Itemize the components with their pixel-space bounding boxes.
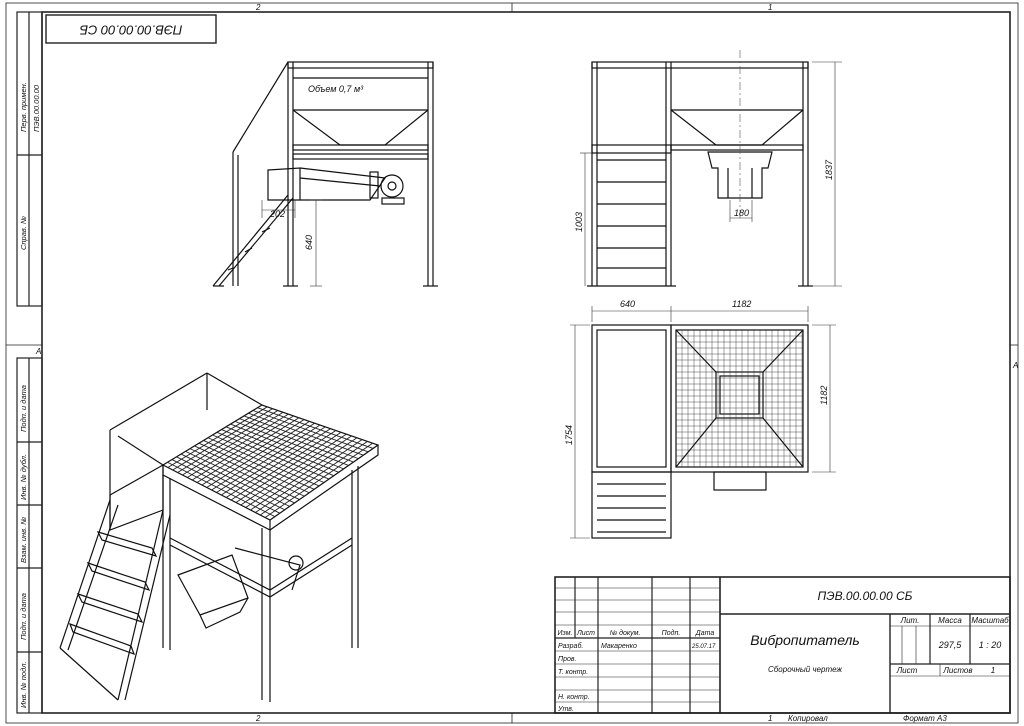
grating-bar: [221, 429, 334, 477]
col-data: Дата: [695, 630, 715, 637]
row-role: Н. контр.: [558, 694, 590, 701]
grating-bar: [225, 428, 331, 498]
grating-bar: [264, 442, 373, 518]
zone-markers: 2 1 2 1 A A: [35, 3, 1018, 723]
dim-plan-1754: 1754: [564, 425, 574, 445]
scale-value: 1 : 20: [979, 640, 1002, 650]
grating-bar: [243, 415, 359, 460]
grating-bar: [250, 437, 358, 511]
side-columns-top: [16, 11, 43, 307]
title-signature-rows: Разраб. Макаренко 25.07.17 Пров. Т. конт…: [557, 642, 716, 713]
dim-front-1003: 1003: [574, 212, 584, 232]
plan-view-grating: [676, 330, 803, 467]
side-columns-bottom: [16, 357, 43, 714]
mass-header: Масса: [938, 616, 962, 625]
dim-plan-640: 640: [620, 299, 635, 309]
dim-front-180: 180: [734, 208, 749, 218]
grating-bar: [216, 424, 321, 493]
hopper-volume-label: Объем 0,7 м³: [308, 84, 364, 94]
dim-front-1837: 1837: [824, 159, 834, 180]
row-role: Разраб.: [558, 642, 583, 650]
mass-value: 297,5: [938, 640, 963, 650]
grating-bar: [245, 435, 352, 508]
grating-bar: [216, 431, 330, 480]
title-name: Вибропитатель: [750, 632, 860, 648]
isometric-view: [59, 372, 380, 702]
side-view: [212, 61, 438, 287]
grating-bar: [234, 420, 349, 466]
title-block: [554, 576, 1011, 714]
sheets-value: 1: [991, 666, 995, 675]
zone-top-right: 1: [768, 3, 772, 12]
col-list: Лист: [576, 630, 595, 637]
row-date: 25.07.17: [691, 644, 716, 650]
side-view-dims: [261, 199, 322, 287]
lit-header: Лит.: [900, 616, 920, 625]
stamp-frame: [45, 14, 217, 44]
grating-bar: [230, 430, 337, 501]
sprav-label: Справ. №: [19, 216, 28, 250]
sheet-borders: [5, 2, 1019, 724]
perv-primen-label: Перв. примен.: [19, 82, 28, 132]
sheets-label: Листов: [942, 666, 972, 675]
plan-view-dims: [570, 306, 836, 539]
zone-top-left: 2: [255, 3, 261, 12]
podp-data-2: Подп. и дата: [19, 593, 28, 640]
front-view: [587, 61, 813, 287]
stamp-designation: ПЭВ.00.00.00 СБ: [79, 23, 182, 38]
grating-bar: [252, 410, 369, 453]
dim-side-640: 640: [304, 235, 314, 250]
grating-bar: [248, 412, 364, 456]
row-role: Пров.: [558, 656, 577, 663]
footer-format: Формат А3: [903, 714, 947, 723]
row-role: Утв.: [557, 706, 574, 713]
grating-bar: [260, 440, 368, 516]
zone-bottom-right: 1: [768, 714, 772, 723]
title-designation: ПЭВ.00.00.00 СБ: [818, 589, 913, 603]
grating-bar: [239, 418, 354, 463]
grating-bar: [230, 423, 344, 470]
zone-left-a: A: [35, 347, 41, 356]
row-role: Т. контр.: [558, 669, 588, 676]
row-name: Макаренко: [601, 643, 637, 650]
grating-bar: [240, 433, 347, 506]
zone-bottom-left: 2: [255, 714, 261, 723]
grating-bar: [235, 431, 342, 503]
zone-right-a: A: [1012, 361, 1018, 370]
grating-bar: [225, 426, 339, 473]
title-col-headers: Изм. Лист № докум. Подп. Дата: [558, 629, 715, 637]
dim-side-202: 202: [269, 209, 285, 219]
scale-header: Масштаб: [971, 616, 1009, 625]
grating-bar: [221, 426, 326, 496]
perv-primen-value: ПЭВ.00.00.00: [32, 84, 41, 132]
col-podp: Подп.: [662, 629, 681, 637]
inv-dubl: Инв. № дубл.: [19, 454, 28, 500]
front-view-dims: [580, 61, 842, 287]
title-doc-type: Сборочный чертеж: [768, 665, 842, 674]
podp-data-1: Подп. и дата: [19, 385, 28, 432]
isometric-grating: [167, 406, 374, 518]
footer-copied: Копировал: [788, 714, 828, 723]
dim-plan-1182-top: 1182: [732, 299, 751, 309]
grating-bar: [255, 439, 363, 513]
grating-bar: [257, 407, 374, 449]
sheet-label: Лист: [896, 666, 918, 675]
col-izm: Изм.: [558, 630, 573, 637]
col-doc-num: № докум.: [610, 629, 641, 637]
inv-podl: Инв. № подл.: [19, 661, 28, 708]
dim-plan-1182-side: 1182: [819, 386, 829, 405]
vzam-inv: Взам. инв. №: [19, 517, 28, 563]
